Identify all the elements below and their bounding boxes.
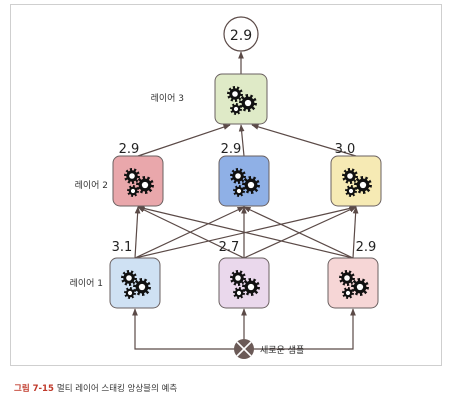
layer3-node bbox=[214, 73, 268, 125]
arrow bbox=[137, 124, 231, 157]
layer2-node-2 bbox=[218, 155, 270, 207]
arrow bbox=[352, 206, 359, 259]
gears-icon bbox=[124, 168, 154, 197]
layer2-node-1-value: 2.9 bbox=[119, 142, 140, 157]
layer2-node-1 bbox=[112, 155, 164, 207]
arrow bbox=[134, 206, 141, 259]
layer2-node-3-value: 3.0 bbox=[335, 142, 356, 157]
final-output-circle bbox=[223, 16, 259, 52]
layer2-label: 레이어 2 bbox=[75, 180, 108, 191]
layer2-node-2-value: 2.9 bbox=[221, 142, 242, 157]
arrow bbox=[132, 308, 244, 350]
arrow bbox=[243, 206, 357, 259]
arrow bbox=[134, 206, 245, 259]
connection-arrows bbox=[132, 51, 359, 350]
layer1-node-3-value: 2.9 bbox=[356, 240, 377, 255]
gears-icon bbox=[339, 270, 369, 299]
gears-icon bbox=[227, 86, 257, 115]
figure-caption-text: 멀티 레이어 스태킹 앙상블의 예측 bbox=[56, 384, 178, 394]
layer1-label: 레이어 1 bbox=[70, 278, 103, 289]
arrow bbox=[137, 206, 245, 259]
layer1-node-1 bbox=[109, 257, 161, 309]
gears-icon bbox=[342, 168, 372, 197]
layer1-node-2-value: 2.7 bbox=[219, 240, 240, 255]
arrow bbox=[244, 308, 356, 350]
input-label: 새로운 샘플 bbox=[260, 345, 304, 356]
layer1-node-3 bbox=[327, 257, 379, 309]
figure-number: 그림 7-15 bbox=[14, 384, 54, 394]
figure-frame bbox=[10, 4, 442, 366]
layer1-node-2 bbox=[218, 257, 270, 309]
layer2-node-3 bbox=[330, 155, 382, 207]
arrow bbox=[137, 205, 354, 259]
arrow bbox=[243, 206, 354, 259]
gears-icon bbox=[230, 270, 260, 299]
gears-icon bbox=[230, 168, 260, 197]
arrow bbox=[251, 124, 357, 157]
layer3-label: 레이어 3 bbox=[151, 93, 184, 104]
layer1-node-1-value: 3.1 bbox=[112, 240, 133, 255]
arrow bbox=[238, 124, 245, 157]
final-output-value: 2.9 bbox=[230, 28, 252, 44]
x-circle-icon bbox=[234, 339, 254, 359]
gears-icon bbox=[121, 270, 151, 299]
